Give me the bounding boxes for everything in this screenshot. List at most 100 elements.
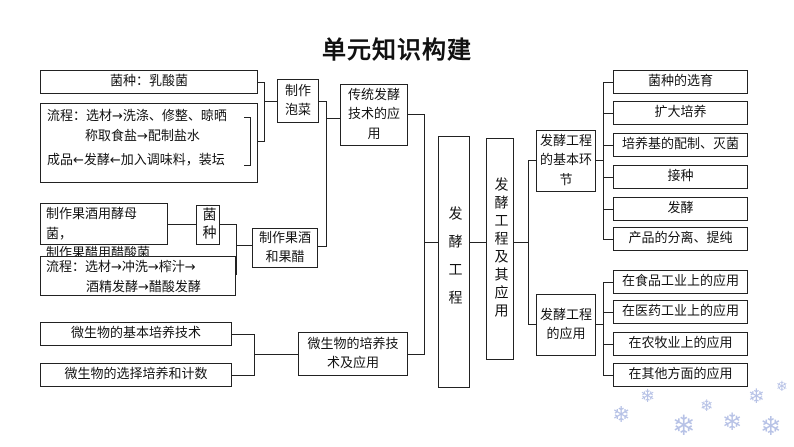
basic-step-label: 接种	[667, 169, 694, 185]
basic-step-box: 接种	[613, 165, 748, 189]
basic-step-connector	[603, 82, 613, 84]
guojiu-strain-connector	[168, 224, 196, 226]
snowflake-icon: ❄	[672, 409, 696, 442]
application-connector	[603, 344, 613, 346]
micro-heading-box: 微生物的培养技术及应用	[298, 332, 408, 376]
snowflake-icon: ❄	[760, 412, 782, 442]
main-right-out	[514, 242, 528, 244]
main-right-box: 发酵工程及其应用	[486, 138, 514, 360]
basic-step-connector	[603, 145, 613, 147]
application-label: 在医药工业上的应用	[621, 304, 739, 320]
basic-in	[528, 160, 536, 162]
snowflake-icon: ❄	[776, 379, 788, 395]
basic-out	[596, 160, 603, 162]
basic-step-box: 发酵	[613, 197, 748, 221]
guojiu-strain-label-box: 菌种	[196, 205, 220, 245]
guojiu-flow-box: 流程：选材→冲洗→榨汁→ 酒精发酵→醋酸发酵	[40, 256, 236, 296]
apps-in	[528, 324, 536, 326]
traditional-heading: 传统发酵技术的应用	[347, 87, 400, 142]
guojiu-flow-line2: 酒精发酵→醋酸发酵	[86, 279, 201, 295]
guojiu-bracket-out	[236, 245, 252, 247]
micro-item2-box: 微生物的选择培养和计数	[40, 363, 232, 387]
micro-item1-box: 微生物的基本培养技术	[40, 322, 232, 346]
core-left-out	[424, 242, 438, 244]
trad-bracket	[326, 101, 328, 247]
snowflake-icon: ❄	[700, 396, 714, 415]
guojiu-flow-line1: 流程：选材→冲洗→榨汁→	[46, 260, 196, 275]
core-right-out	[470, 242, 486, 244]
basic-step-box: 扩大培养	[613, 101, 748, 125]
guojiu-strain-label: 菌种	[200, 207, 217, 243]
basic-step-box: 产品的分离、提纯	[613, 227, 748, 251]
basic-step-box: 培养基的配制、灭菌	[613, 133, 748, 157]
snowflake-icon: ❄	[722, 408, 743, 436]
paocai-strain-box: 菌种：乳酸菌	[40, 70, 258, 94]
paocai-flow-line3: 成品←发酵←加入调味料，装坛	[47, 153, 225, 168]
basic-step-connector	[603, 113, 613, 115]
guojiu-bracket-bottom	[236, 274, 237, 276]
core-box: 发酵工程	[438, 136, 470, 388]
paocai-flow-box: 流程：选材→洗涤、修整、晾晒 称取食盐→配制盐水 成品←发酵←加入调味料，装坛	[40, 103, 258, 183]
core-heading: 发酵工程	[446, 206, 463, 318]
application-connector	[603, 312, 613, 314]
main-right-heading: 发酵工程及其应用	[492, 177, 509, 321]
trad-in-top	[319, 101, 326, 103]
trad-in-bottom	[318, 246, 326, 248]
basic-step-label: 发酵	[667, 201, 694, 217]
apps-heading-box: 发酵工程的应用	[536, 294, 596, 356]
basic-heading: 发酵工程的基本环节	[540, 133, 593, 188]
micro-in-bottom	[232, 375, 254, 377]
basic-bracket	[603, 82, 605, 239]
apps-out	[596, 324, 603, 326]
application-box: 在食品工业上的应用	[613, 270, 748, 294]
application-label: 在其他方面的应用	[628, 367, 733, 383]
paocai-strain-text: 菌种：乳酸菌	[109, 74, 188, 90]
paocai-flow-line2: 称取食盐→配制盐水	[85, 128, 200, 144]
paocai-loop-top	[244, 117, 251, 119]
basic-step-label: 扩大培养	[654, 105, 707, 121]
apps-heading: 发酵工程的应用	[540, 307, 593, 343]
paocai-heading-box: 制作泡菜	[277, 79, 319, 123]
application-box: 在农牧业上的应用	[613, 332, 748, 356]
basic-step-label: 菌种的选育	[647, 74, 713, 90]
core-in-bottom	[408, 354, 424, 356]
basic-step-connector	[603, 239, 613, 241]
application-connector	[603, 375, 613, 377]
snowflake-icon: ❄	[748, 384, 765, 408]
guojiu-strain-line1: 制作果酒用酵母菌，	[46, 207, 138, 242]
paocai-flow-line1: 流程：选材→洗涤、修整、晾晒	[47, 109, 227, 124]
application-label: 在农牧业上的应用	[628, 336, 733, 352]
guojiu-heading-box: 制作果酒和果醋	[252, 228, 318, 268]
basic-step-label: 培养基的配制、灭菌	[621, 137, 739, 153]
guojiu-strain-box: 制作果酒用酵母菌， 制作果醋用醋酸菌	[40, 203, 168, 261]
application-label: 在食品工业上的应用	[621, 274, 739, 290]
micro-heading: 微生物的培养技术及应用	[307, 336, 399, 372]
paocai-heading: 制作泡菜	[284, 83, 311, 119]
paocai-loop-line	[250, 117, 252, 165]
application-box: 在医药工业上的应用	[613, 300, 748, 324]
paocai-bracket-bottom	[258, 141, 265, 143]
apps-bracket	[603, 282, 605, 375]
guojiu-bracket-top	[220, 224, 237, 226]
core-left-bracket	[424, 114, 426, 355]
paocai-bracket-out	[264, 101, 277, 103]
micro-item2: 微生物的选择培养和计数	[64, 367, 208, 383]
paocai-bracket	[264, 82, 266, 142]
paocai-loop-bottom	[244, 165, 251, 167]
basic-step-box: 菌种的选育	[613, 70, 748, 94]
paocai-bracket-top	[258, 82, 265, 84]
basic-heading-box: 发酵工程的基本环节	[536, 130, 596, 192]
snowflake-icon: ❄	[640, 386, 656, 407]
guojiu-heading: 制作果酒和果醋	[258, 230, 311, 266]
application-box: 在其他方面的应用	[613, 363, 748, 387]
traditional-box: 传统发酵技术的应用	[340, 84, 408, 146]
core-in-top	[408, 114, 424, 116]
basic-step-label: 产品的分离、提纯	[628, 231, 733, 247]
application-connector	[603, 282, 613, 284]
micro-in-top	[232, 334, 254, 336]
page-title: 单元知识构建	[322, 36, 472, 64]
basic-step-connector	[603, 209, 613, 211]
snowflake-icon: ❄	[612, 403, 631, 428]
micro-item1: 微生物的基本培养技术	[70, 326, 201, 342]
trad-bracket-out	[326, 118, 340, 120]
